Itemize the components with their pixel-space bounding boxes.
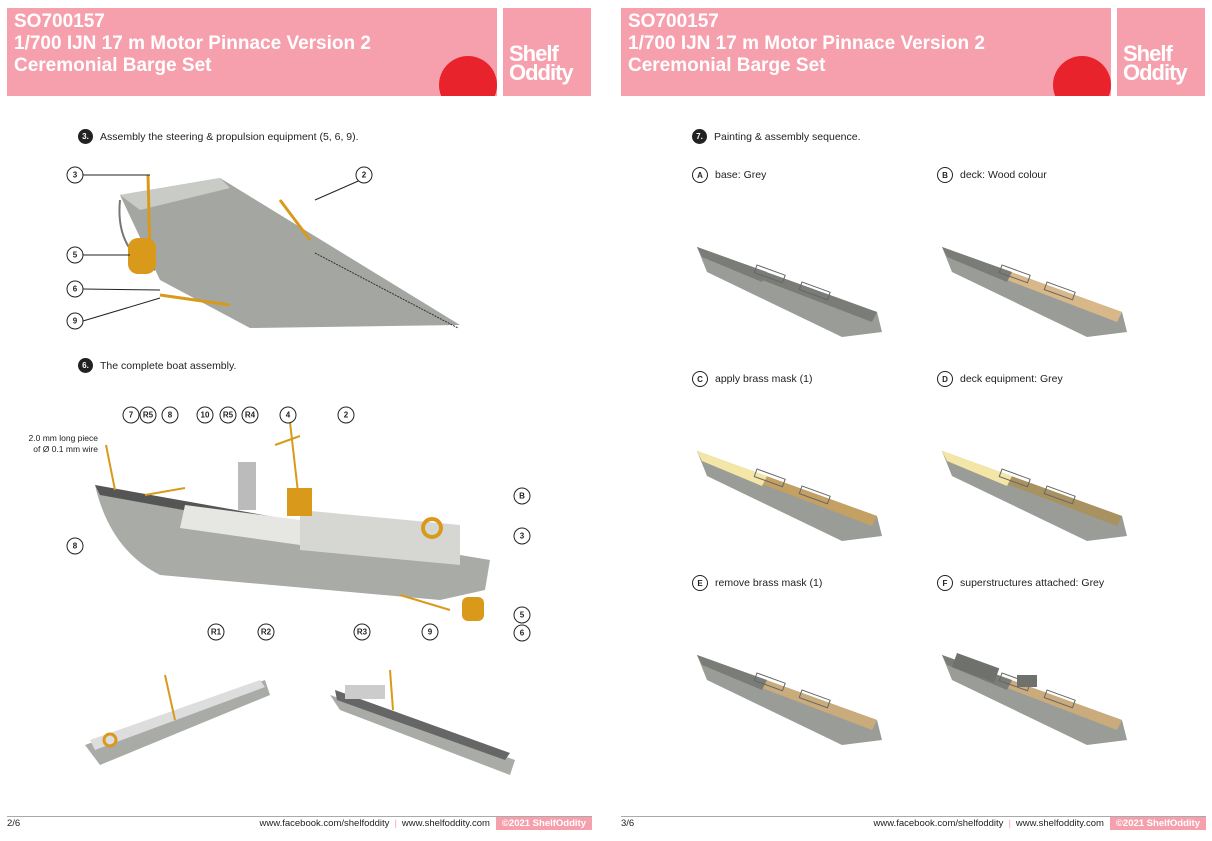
boat-view-stern bbox=[85, 674, 270, 765]
step-text: Painting & assembly sequence. bbox=[714, 130, 861, 143]
product-code: SO700157 bbox=[14, 11, 105, 32]
footer-right: 3/6 www.facebook.com/shelfoddity| www.sh… bbox=[621, 816, 1206, 830]
substep-text: apply brass mask (1) bbox=[715, 373, 813, 385]
rising-sun-logo bbox=[439, 56, 497, 96]
callout-7: 7 bbox=[122, 406, 140, 424]
boat-stage-image bbox=[942, 451, 1127, 541]
boat-stage-image bbox=[942, 653, 1127, 745]
step-number: 3. bbox=[78, 129, 93, 144]
stern-closeup-illustration bbox=[82, 174, 460, 329]
substep-text: deck equipment: Grey bbox=[960, 373, 1063, 385]
step-text: The complete boat assembly. bbox=[100, 359, 237, 372]
website-link[interactable]: www.shelfoddity.com bbox=[1015, 818, 1104, 829]
header-banner-left: SO700157 1/700 IJN 17 m Motor Pinnace Ve… bbox=[7, 8, 497, 96]
product-subtitle: Ceremonial Barge Set bbox=[14, 55, 212, 76]
callout-10: 10 bbox=[196, 406, 214, 424]
footer-left: 2/6 www.facebook.com/shelfoddity| www.sh… bbox=[7, 816, 592, 830]
callout-5: 5 bbox=[66, 246, 84, 264]
step-3-heading: 3. Assembly the steering & propulsion eq… bbox=[78, 129, 359, 144]
complete-boat-illustration bbox=[95, 421, 490, 621]
substep-letter: B bbox=[937, 167, 953, 183]
callout-r5: R5 bbox=[219, 406, 237, 424]
boat-stage-image bbox=[697, 247, 882, 337]
callout-r2: R2 bbox=[257, 623, 275, 641]
substep-letter: E bbox=[692, 575, 708, 591]
substep-letter: F bbox=[937, 575, 953, 591]
header-banner-right: SO700157 1/700 IJN 17 m Motor Pinnace Ve… bbox=[621, 8, 1111, 96]
rising-sun-logo bbox=[1053, 56, 1111, 96]
callout-r4: R4 bbox=[241, 406, 259, 424]
boat-stage-image bbox=[697, 655, 882, 745]
callout-r1: R1 bbox=[207, 623, 225, 641]
callout-2: 2 bbox=[355, 166, 373, 184]
page-number: 3/6 bbox=[621, 818, 635, 829]
facebook-link[interactable]: www.facebook.com/shelfoddity bbox=[259, 818, 390, 829]
product-code: SO700157 bbox=[628, 11, 719, 32]
substep-text: remove brass mask (1) bbox=[715, 577, 823, 589]
step-6-heading: 6. The complete boat assembly. bbox=[78, 358, 236, 373]
step-text: Assembly the steering & propulsion equip… bbox=[100, 130, 359, 143]
callout-4: 4 bbox=[279, 406, 297, 424]
boat-stage-image bbox=[697, 451, 882, 541]
substep-letter: C bbox=[692, 371, 708, 387]
callout-r3: R3 bbox=[353, 623, 371, 641]
substep-letter: A bbox=[692, 167, 708, 183]
substep-text: base: Grey bbox=[715, 169, 767, 181]
website-link[interactable]: www.shelfoddity.com bbox=[401, 818, 490, 829]
copyright: ©2021 ShelfOddity bbox=[495, 817, 592, 830]
page-number: 2/6 bbox=[7, 818, 21, 829]
substep-letter: D bbox=[937, 371, 953, 387]
callout-9: 9 bbox=[421, 623, 439, 641]
substep-text: deck: Wood colour bbox=[960, 169, 1047, 181]
callout-6: 6 bbox=[66, 280, 84, 298]
step-number: 6. bbox=[78, 358, 93, 373]
callout-b: B bbox=[513, 487, 531, 505]
callout-8: 8 bbox=[161, 406, 179, 424]
callout-8: 8 bbox=[66, 537, 84, 555]
callout-3: 3 bbox=[66, 166, 84, 184]
product-title: 1/700 IJN 17 m Motor Pinnace Version 2 bbox=[628, 33, 985, 54]
copyright: ©2021 ShelfOddity bbox=[1109, 817, 1206, 830]
callout-6: 6 bbox=[513, 624, 531, 642]
callout-5: 5 bbox=[513, 606, 531, 624]
wire-note: 2.0 mm long piece of Ø 0.1 mm wire bbox=[28, 433, 98, 454]
substep-text: superstructures attached: Grey bbox=[960, 577, 1105, 589]
step-7-heading: 7. Painting & assembly sequence. bbox=[692, 129, 861, 144]
product-title: 1/700 IJN 17 m Motor Pinnace Version 2 bbox=[14, 33, 371, 54]
callout-2: 2 bbox=[337, 406, 355, 424]
callout-9: 9 bbox=[66, 312, 84, 330]
product-subtitle: Ceremonial Barge Set bbox=[628, 55, 826, 76]
boat-view-bow bbox=[330, 669, 515, 775]
callout-3: 3 bbox=[513, 527, 531, 545]
step-number: 7. bbox=[692, 129, 707, 144]
facebook-link[interactable]: www.facebook.com/shelfoddity bbox=[873, 818, 1004, 829]
callout-r5: R5 bbox=[139, 406, 157, 424]
boat-stage-image bbox=[942, 247, 1127, 337]
